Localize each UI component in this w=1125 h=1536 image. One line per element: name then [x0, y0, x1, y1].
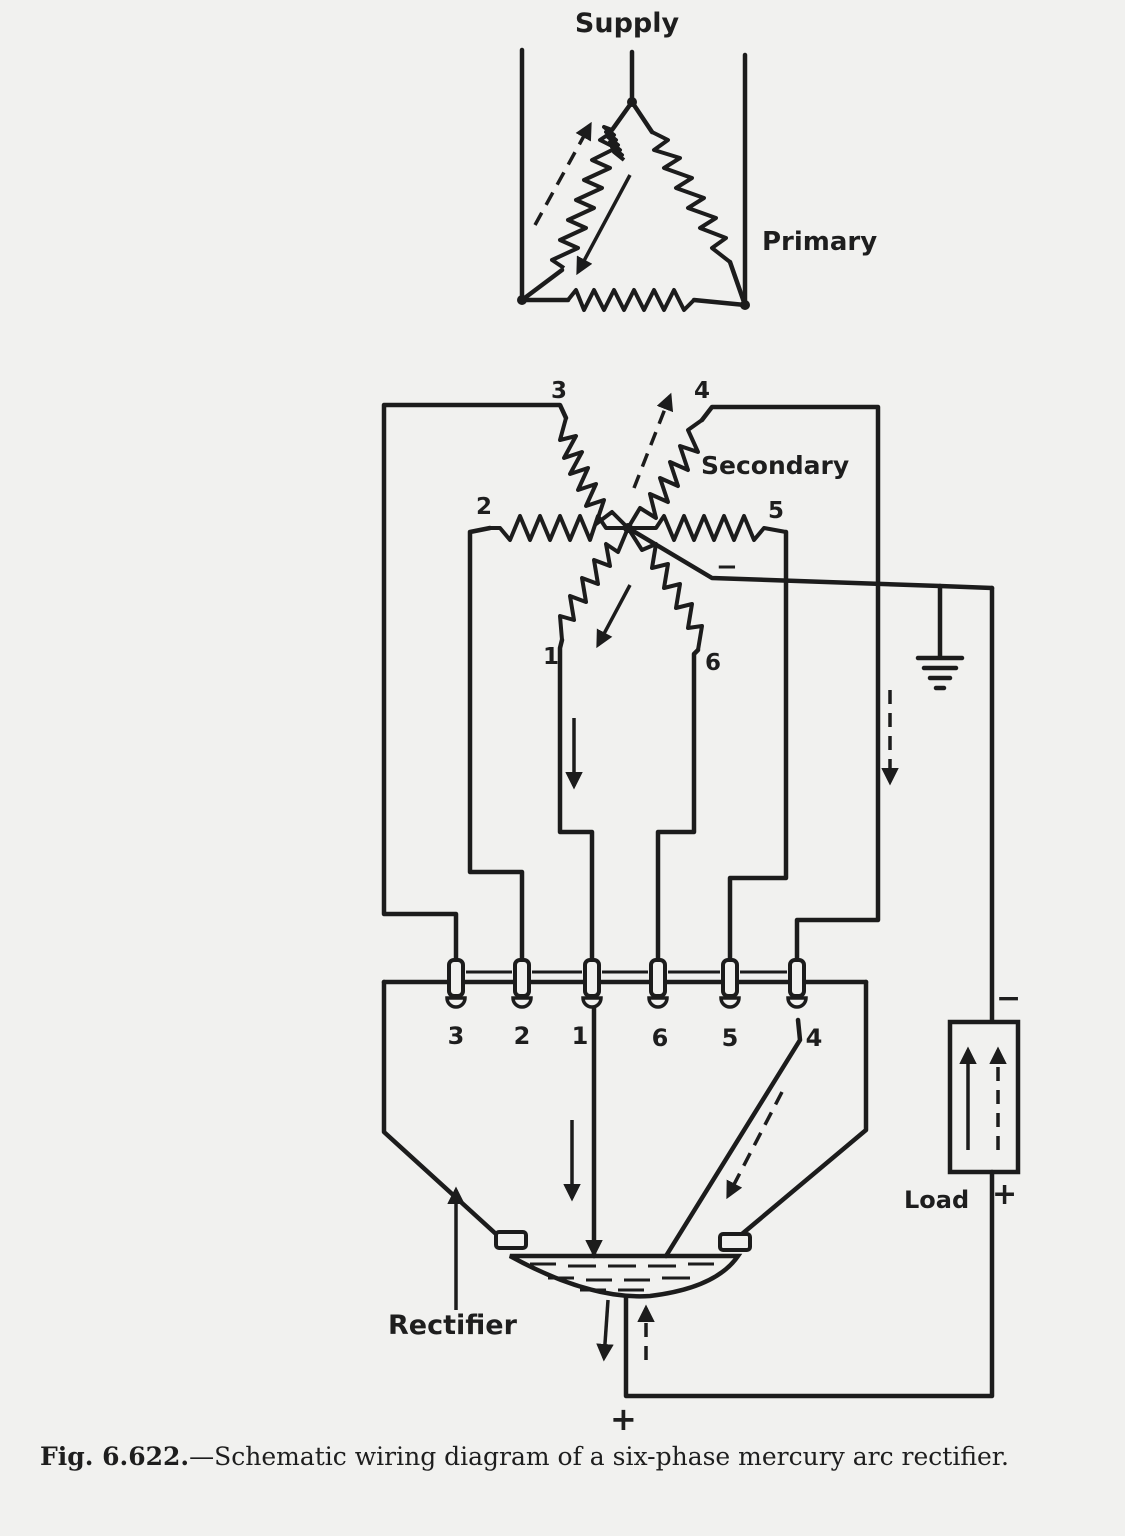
phase-label-5: 5	[768, 498, 784, 524]
phase-label-2: 2	[476, 494, 492, 520]
phase-label-1: 1	[543, 644, 559, 670]
secondary-coil-1	[558, 527, 630, 641]
anode-6	[647, 958, 669, 1009]
rectifier-tank	[381, 979, 869, 1310]
ground-symbol	[915, 655, 965, 691]
primary-current-arrow-dashed	[533, 121, 592, 226]
anode-1	[581, 958, 603, 1009]
anode-label-5: 5	[722, 1024, 739, 1052]
arc-anode-4	[663, 1017, 803, 1259]
secondary-coil-2	[490, 514, 628, 542]
tank-left-wall	[381, 979, 499, 1237]
secondary-arrow	[596, 584, 632, 649]
anode-2	[511, 958, 533, 1009]
primary-coil-bottom	[566, 288, 696, 312]
secondary-label: Secondary	[701, 451, 849, 480]
primary-current-arrow	[576, 174, 632, 276]
primary-label: Primary	[762, 227, 877, 257]
neutral-lead	[625, 525, 995, 591]
secondary-coil-4	[626, 418, 704, 530]
lead-phase-3	[381, 402, 569, 963]
figure-caption-text: —Schematic wiring diagram of a six-phase…	[189, 1442, 1009, 1471]
secondary-coil-5	[628, 514, 787, 542]
secondary-winding	[490, 392, 995, 691]
lead-phase-4	[699, 404, 881, 965]
cathode-plus-label: +	[610, 1400, 637, 1438]
left-tank-cap	[494, 1230, 528, 1250]
anode-4	[786, 958, 808, 1009]
lead-phase-5	[727, 529, 789, 965]
primary-coil-left	[550, 130, 618, 270]
anode-3	[445, 958, 467, 1009]
right-tank-cap	[718, 1232, 752, 1252]
tank-right-wall	[739, 979, 869, 1237]
load-positive-lead	[623, 1169, 995, 1399]
primary-winding	[517, 47, 750, 312]
anode-label-4: 4	[806, 1024, 823, 1052]
primary-coil-left-top	[602, 125, 626, 162]
anode-label-2: 2	[514, 1022, 531, 1050]
phase-leads	[381, 402, 899, 965]
phase-label-4: 4	[694, 378, 710, 404]
rectifier-label: Rectifier	[388, 1310, 518, 1341]
lead-phase-1	[557, 637, 595, 965]
secondary-coil-3	[558, 417, 630, 530]
anode-label-1: 1	[572, 1022, 589, 1050]
phase-label-6: 6	[705, 650, 721, 676]
anode-label-3: 3	[448, 1022, 465, 1050]
secondary-coil-6	[626, 526, 704, 651]
anodes	[445, 958, 808, 1009]
mercury-surface	[530, 1262, 714, 1292]
load-plus-label: +	[992, 1177, 1017, 1212]
primary-coil-right	[651, 130, 732, 264]
lead-phase-2	[467, 525, 525, 965]
secondary-minus-label: −	[716, 552, 738, 582]
figure-number: Fig. 6.622.	[40, 1442, 189, 1471]
figure-caption: Fig. 6.622.—Schematic wiring diagram of …	[40, 1442, 1009, 1471]
load-label: Load	[904, 1186, 969, 1214]
anode-label-6: 6	[652, 1024, 669, 1052]
load-circuit	[596, 585, 1021, 1399]
cathode-arrow-down	[596, 1299, 614, 1362]
load-minus-label: −	[996, 981, 1021, 1016]
anode-5	[719, 958, 741, 1009]
arc-arrow-dashed	[726, 1091, 784, 1200]
lead-phase-6	[655, 647, 701, 965]
phase-label-3: 3	[551, 378, 567, 404]
supply-label: Supply	[575, 8, 680, 39]
load-box	[947, 1019, 1021, 1175]
secondary-arrow-dashed	[632, 392, 674, 489]
